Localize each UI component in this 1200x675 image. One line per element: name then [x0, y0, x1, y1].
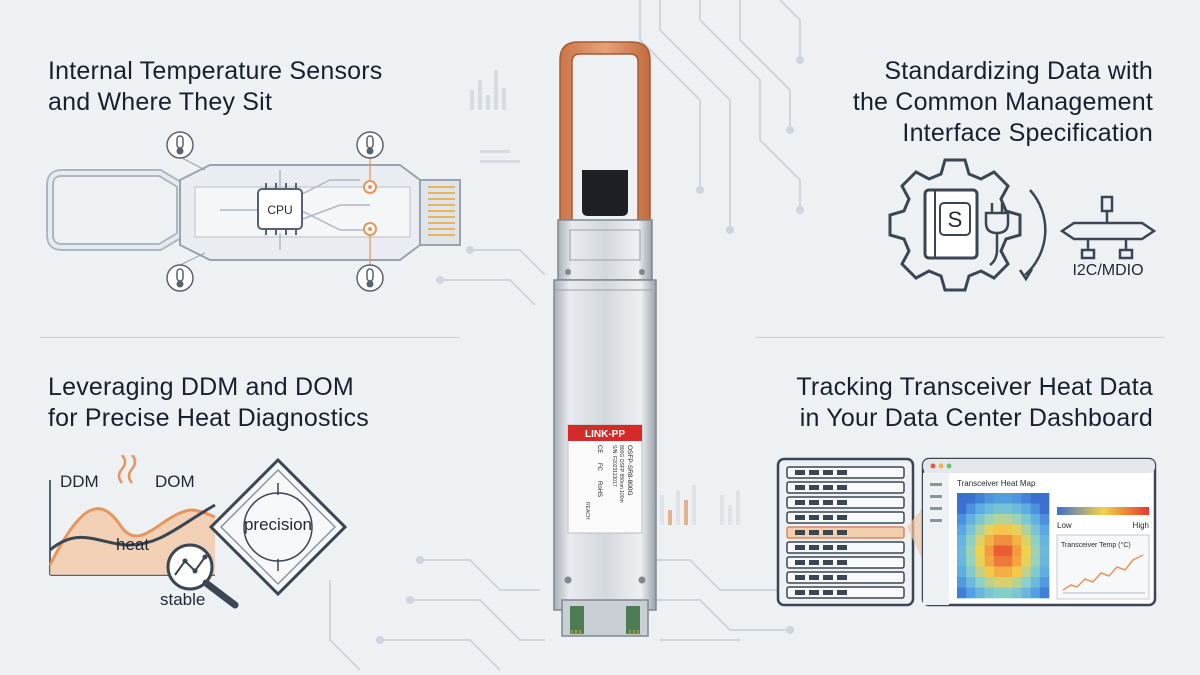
thermometer-icon-top-right — [356, 131, 384, 180]
heading-dashboard: Tracking Transceiver Heat Data in Your D… — [796, 373, 1153, 432]
svg-text:CPU: CPU — [267, 203, 292, 217]
svg-text:S: S — [948, 207, 963, 232]
plug-icon — [984, 203, 1010, 267]
divider-left — [40, 337, 460, 338]
precision-badge: precision — [208, 457, 348, 597]
brand-logo: LINK-PP — [585, 429, 625, 440]
magnifier-icon — [166, 543, 239, 609]
cmis-diagram: S I2C/MDIO — [888, 158, 1157, 292]
pull-tab — [46, 169, 184, 251]
heat-wave-icon — [117, 455, 137, 484]
thermometer-icon-bottom-right — [356, 235, 384, 292]
thermometer-icon-top-left — [166, 131, 206, 171]
label-line-3: S/N: F2023113017 — [611, 445, 617, 487]
dashboard-window: Transceiver Heat Map Low High Transceive… — [921, 457, 1157, 607]
cpu-chip: CPU — [257, 183, 303, 235]
ddm-dom-diagram: DDM DOM heat stable precision — [48, 455, 348, 609]
legend-low: Low — [1057, 521, 1072, 530]
dom-label: DOM — [155, 472, 195, 491]
rohs-mark: RoHS — [596, 481, 602, 497]
heading-temperature-sensors: Internal Temperature Sensors and Where T… — [48, 57, 383, 116]
network-bus-icon — [1059, 195, 1157, 260]
product-label: LINK-PP OSFP-SR8-800G 800G OSFP 850nm 10… — [567, 424, 643, 534]
bus-label: I2C/MDIO — [1072, 262, 1143, 279]
module-upper-housing — [557, 219, 653, 281]
stable-label: stable — [160, 590, 205, 609]
legend-high: High — [1133, 521, 1149, 530]
heatmap — [957, 493, 1050, 599]
heading-cmis: Standardizing Data with the Common Manag… — [852, 57, 1153, 147]
heat-label: heat — [116, 535, 149, 554]
divider-right — [755, 337, 1165, 338]
temp-line — [1062, 554, 1144, 591]
gear-icon — [888, 158, 1022, 292]
heat-legend — [1057, 507, 1149, 515]
sensor-diagram: CPU — [46, 131, 461, 292]
reach-mark: REACH — [584, 502, 590, 520]
server-rack — [776, 457, 915, 607]
label-line-2: 800G OSFP 850nm 100m — [618, 445, 624, 503]
temp-chart-title: Transceiver Temp (°C) — [1061, 541, 1131, 549]
ddm-label: DDM — [60, 472, 99, 491]
thermometer-icon-bottom-left — [166, 252, 206, 292]
fc-mark: FC — [596, 463, 602, 472]
heading-ddm-dom: Leveraging DDM and DOM for Precise Heat … — [48, 373, 370, 432]
osfp-transceiver-module: LINK-PP OSFP-SR8-800G 800G OSFP 850nm 10… — [553, 41, 657, 637]
ce-mark: CE — [596, 445, 602, 453]
label-line-1: OSFP-SR8-800G — [626, 445, 633, 496]
latch — [582, 170, 628, 216]
heatmap-title: Transceiver Heat Map — [957, 479, 1036, 488]
cycle-arrow-icon — [1024, 189, 1047, 276]
svg-text:precision: precision — [244, 515, 312, 534]
spec-book-icon: S — [923, 188, 979, 260]
dashboard-diagram: Transceiver Heat Map Low High Transceive… — [776, 457, 1157, 607]
